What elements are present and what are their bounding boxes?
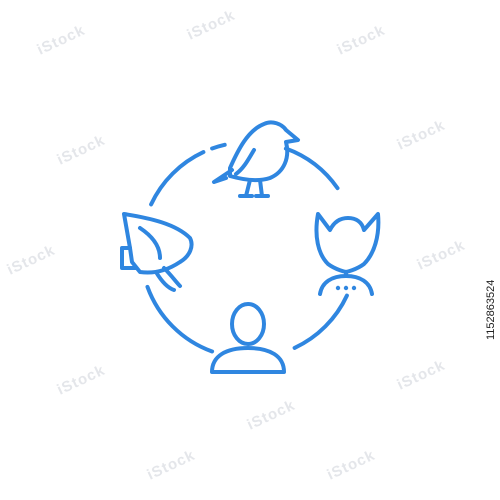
fish-icon: [120, 212, 194, 292]
person-icon: [210, 302, 286, 374]
watermark-text: iStock: [245, 397, 298, 434]
watermark-text: iStock: [145, 447, 198, 484]
watermark-text: iStock: [395, 117, 448, 154]
plant-icon: [314, 212, 381, 296]
nature-cycle-icon: [120, 120, 381, 374]
cycle-ring-arc: [149, 150, 206, 207]
stock-id-label: 1152863524: [485, 280, 497, 340]
cycle-ring-arc: [292, 293, 349, 350]
watermark-text: iStock: [185, 7, 238, 44]
watermark-text: iStock: [35, 22, 88, 59]
watermark-text: iStock: [55, 362, 108, 399]
cycle-ring-arc: [283, 146, 340, 191]
watermark-layer: iStock iStock iStock iStock iStock iStock iSto…: [5, 7, 468, 484]
watermark-text: iStock: [5, 242, 58, 279]
watermark-text: iStock: [395, 357, 448, 394]
watermark-text: iStock: [55, 132, 108, 169]
cycle-ring: [145, 142, 349, 354]
cycle-ring-arc: [145, 284, 215, 354]
watermark-text: iStock: [415, 237, 468, 274]
watermark-text: iStock: [335, 22, 388, 59]
watermark-text: iStock: [325, 447, 378, 484]
cycle-ring-arc: [210, 142, 227, 151]
bird-icon: [212, 120, 300, 198]
